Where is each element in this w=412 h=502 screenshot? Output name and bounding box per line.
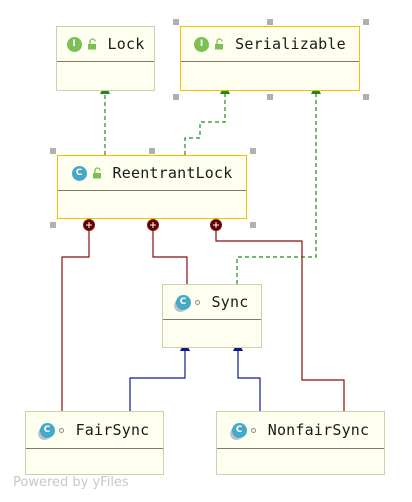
selection-handle[interactable] bbox=[250, 148, 256, 154]
static-class-badge-icon: C bbox=[175, 294, 191, 310]
class-node-sync[interactable]: C Sync bbox=[162, 284, 262, 348]
edge-reentrantlock-implements-serializable bbox=[184, 84, 230, 155]
class-badge-icon: C bbox=[71, 165, 87, 181]
inner-class-marker bbox=[83, 219, 95, 231]
inner-class-marker bbox=[147, 219, 159, 231]
selection-handle[interactable] bbox=[50, 148, 56, 154]
class-node-reentrantlock[interactable]: C ReentrantLock bbox=[57, 155, 247, 219]
class-name: Sync bbox=[211, 293, 249, 311]
open-lock-icon bbox=[92, 167, 101, 179]
selection-handle[interactable] bbox=[250, 222, 256, 228]
class-name: ReentrantLock bbox=[112, 164, 233, 182]
edge-sync-implements-serializable bbox=[236, 84, 321, 284]
edge-reentrantlock-inner-sync bbox=[152, 226, 188, 284]
package-private-icon bbox=[194, 299, 200, 305]
edge-reentrantlock-inner-nonfairsync bbox=[215, 226, 345, 411]
open-lock-icon bbox=[87, 38, 96, 50]
class-node-nonfairsync[interactable]: C NonfairSync bbox=[216, 411, 385, 475]
selection-handle[interactable] bbox=[173, 94, 179, 100]
selection-handle[interactable] bbox=[50, 222, 56, 228]
selection-handle[interactable] bbox=[267, 19, 273, 25]
inner-class-marker bbox=[210, 219, 222, 231]
selection-handle[interactable] bbox=[173, 19, 179, 25]
package-private-icon bbox=[250, 427, 256, 433]
package-private-icon bbox=[58, 427, 64, 433]
interface-badge-icon: I bbox=[66, 36, 82, 52]
edge-reentrantlock-inner-fairsync bbox=[61, 226, 90, 411]
selection-handle[interactable] bbox=[363, 94, 369, 100]
edge-fairsync-extends-sync bbox=[129, 341, 190, 411]
class-name: Lock bbox=[107, 35, 145, 53]
selection-handle[interactable] bbox=[267, 94, 273, 100]
edge-nonfairsync-extends-sync bbox=[233, 341, 261, 411]
selection-handle[interactable] bbox=[363, 19, 369, 25]
class-name: NonfairSync bbox=[267, 421, 370, 439]
powered-by-footer: Powered by yFiles bbox=[13, 475, 129, 490]
class-name: Serializable bbox=[235, 35, 346, 53]
class-node-serializable[interactable]: I Serializable bbox=[180, 26, 360, 91]
selection-handle[interactable] bbox=[149, 148, 155, 154]
static-class-badge-icon: C bbox=[231, 422, 247, 438]
class-name: FairSync bbox=[75, 421, 150, 439]
class-node-fairsync[interactable]: C FairSync bbox=[25, 411, 164, 475]
interface-badge-icon: I bbox=[194, 36, 210, 52]
static-class-badge-icon: C bbox=[39, 422, 55, 438]
class-node-lock[interactable]: I Lock bbox=[56, 26, 155, 91]
open-lock-icon bbox=[215, 38, 224, 50]
